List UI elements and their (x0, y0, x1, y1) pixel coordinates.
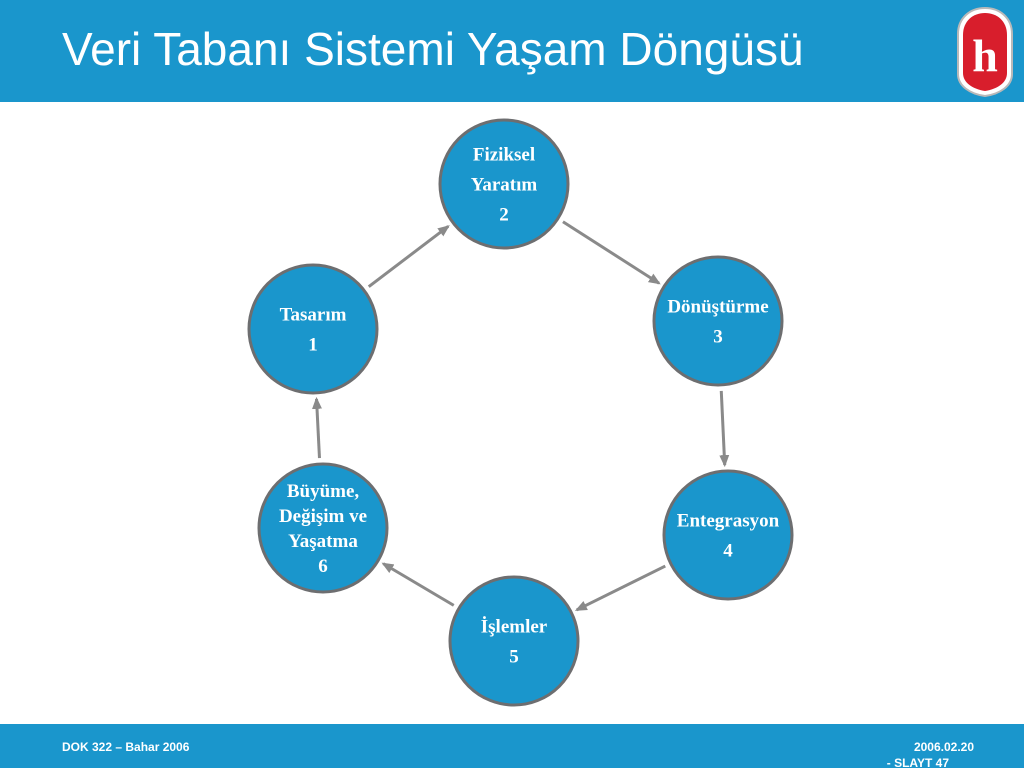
node-label-buyume-1: Değişim ve (279, 506, 367, 527)
node-circle-fiziksel (438, 118, 570, 250)
footer-course: DOK 322 – Bahar 2006 (62, 740, 190, 754)
node-label-buyume-0: Büyüme, (287, 481, 360, 502)
arrow-donusturme-to-entegrasyon (719, 390, 730, 468)
arrow-entegrasyon-to-islemler (574, 564, 666, 612)
node-buyume: Büyüme, Değişim ve Yaşatma 6 (257, 462, 389, 594)
node-islemler: İşlemler 5 (448, 575, 580, 707)
node-circle-tasarim (247, 263, 379, 395)
node-label-buyume-3: 6 (318, 556, 328, 577)
header-bar: Veri Tabanı Sistemi Yaşam Döngüsü h (0, 0, 1024, 102)
edges-layer (312, 220, 730, 612)
node-circle-entegrasyon (662, 469, 794, 601)
node-label-donusturme-1: 3 (713, 327, 723, 348)
node-circle-donusturme (652, 255, 784, 387)
node-label-entegrasyon-1: 4 (723, 541, 733, 562)
node-entegrasyon: Entegrasyon 4 (662, 469, 794, 601)
footer-slide-number: - SLAYT 47 (886, 756, 949, 770)
node-label-fiziksel-0: Fiziksel (473, 145, 535, 166)
arrow-tasarim-to-fiziksel (367, 225, 450, 288)
node-label-fiziksel-2: 2 (499, 205, 509, 226)
node-circle-buyume (257, 462, 389, 594)
arrow-islemler-to-buyume (381, 562, 455, 607)
node-label-tasarim-0: Tasarım (280, 305, 347, 326)
logo-letter: h (972, 30, 998, 81)
arrow-buyume-to-tasarim (312, 396, 323, 459)
node-tasarim: Tasarım 1 (247, 263, 379, 395)
arrow-fiziksel-to-donusturme (562, 220, 661, 285)
node-label-islemler-0: İşlemler (481, 617, 548, 638)
node-label-entegrasyon-0: Entegrasyon (677, 511, 780, 532)
university-h-logo-icon: h (957, 6, 1013, 98)
node-circle-islemler (448, 575, 580, 707)
footer-date: 2006.02.20 (913, 740, 974, 754)
node-label-islemler-1: 5 (509, 647, 519, 668)
footer-bar: DOK 322 – Bahar 2006 2006.02.20 - SLAYT … (0, 724, 1024, 770)
node-label-buyume-2: Yaşatma (288, 531, 358, 552)
node-label-tasarim-1: 1 (308, 335, 318, 356)
slide-title: Veri Tabanı Sistemi Yaşam Döngüsü (62, 23, 804, 75)
node-donusturme: Dönüştürme 3 (652, 255, 784, 387)
node-label-fiziksel-1: Yaratım (471, 175, 538, 196)
node-label-donusturme-0: Dönüştürme (667, 297, 768, 318)
